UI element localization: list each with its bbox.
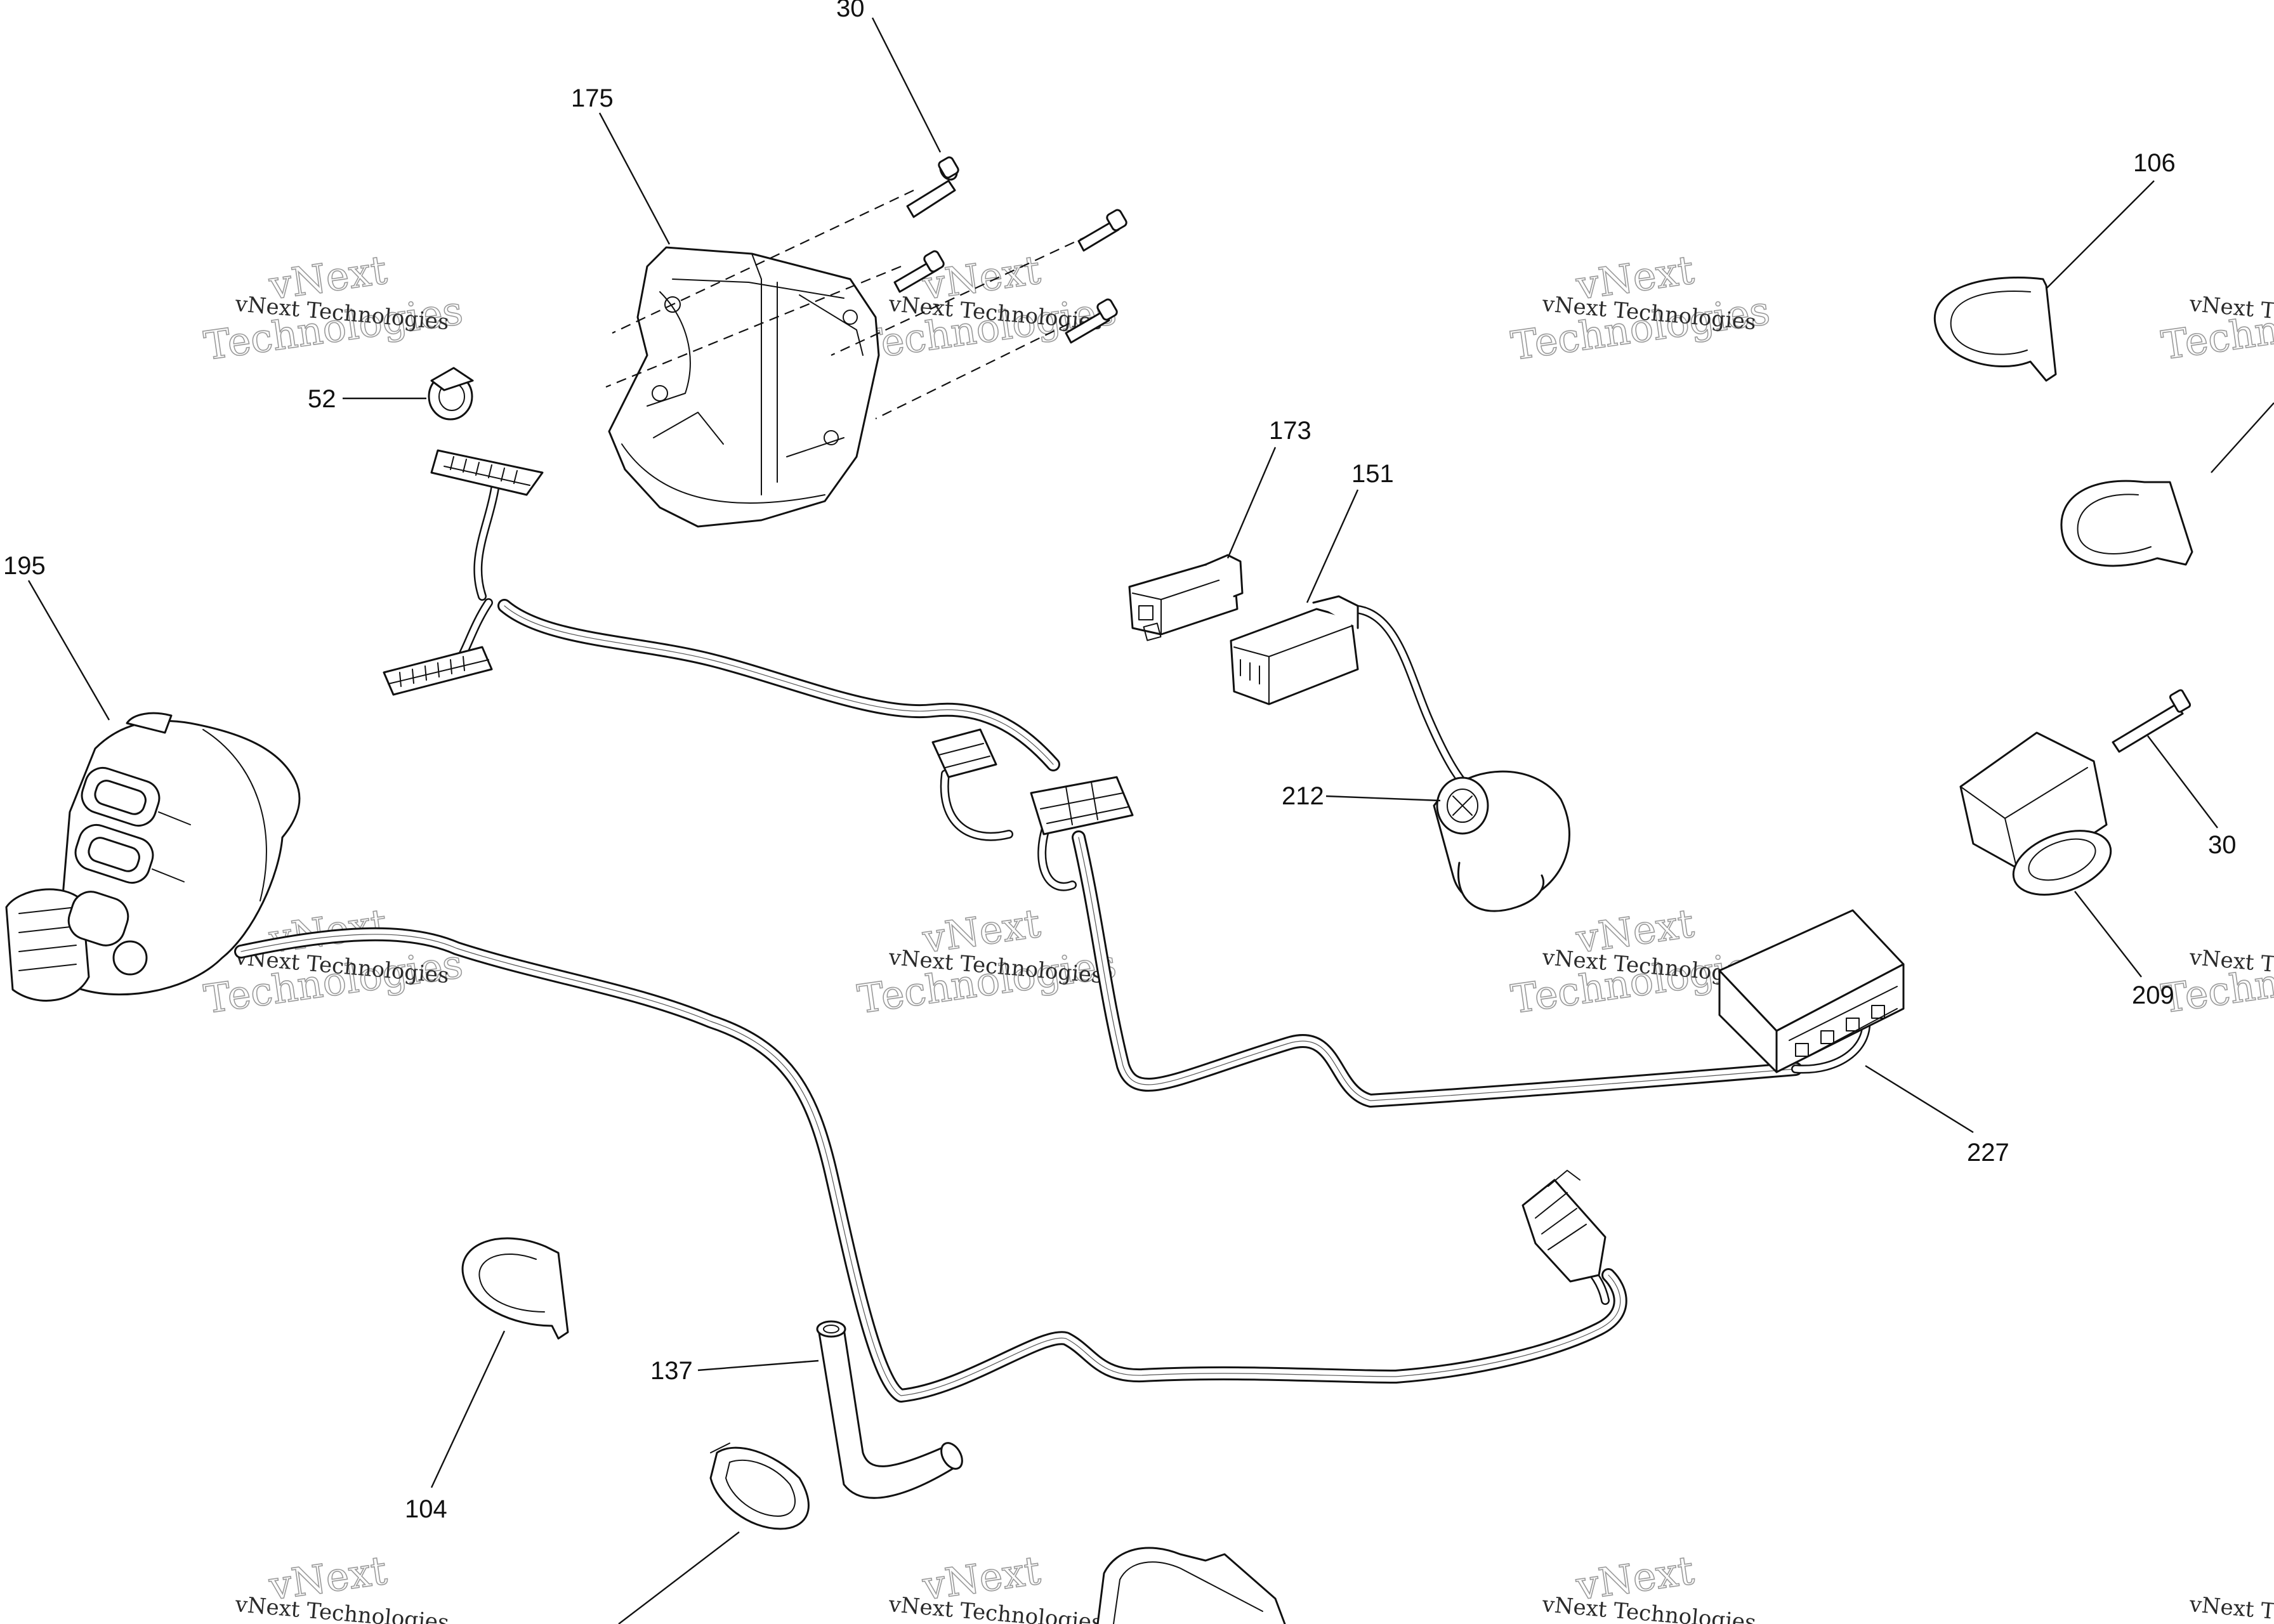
- watermark: Technologies vNext vNext Technologies: [854, 246, 1119, 370]
- watermark: Technologies vNext Technologies: [2158, 940, 2274, 1023]
- cable-clamp: [2060, 480, 2193, 567]
- watermark: vNext Technologies: [2188, 1592, 2274, 1624]
- callout-195: 195: [3, 552, 46, 580]
- cable-clamp: [461, 1237, 569, 1340]
- screw: [1077, 209, 1127, 252]
- connector-16pin-upper: [430, 449, 544, 496]
- callout-212: 212: [1282, 782, 1324, 810]
- watermark: Technologies vNext Technologies: [2158, 286, 2274, 369]
- watermark: Technologies vNext vNext Technologies: [854, 900, 1119, 1023]
- connector-mid-right: [1030, 776, 1134, 835]
- harness-upper: [497, 599, 1060, 771]
- sensor: [1433, 770, 1570, 912]
- connector-16pin-lower: [383, 646, 493, 696]
- watermark: vNext vNext Technologies: [887, 1547, 1103, 1624]
- watermark-group: Technologies vNext vNext Technologies Te…: [200, 246, 2274, 1624]
- screw: [1065, 298, 1118, 344]
- connector: [1128, 554, 1244, 641]
- connector-end: [1521, 1170, 1607, 1283]
- callout-labels: 30 175 106 52 173 151 195 212 30 209 227…: [3, 0, 2237, 1523]
- screw-alignment-lines: [605, 190, 1105, 419]
- callout-30: 30: [836, 0, 865, 22]
- grommet: [1959, 731, 2112, 896]
- cable-clamp: [1933, 277, 2057, 382]
- cable-clamp-partial: [1096, 1547, 1286, 1624]
- watermark: Technologies vNext vNext Technologies: [200, 246, 466, 370]
- watermark: vNext vNext Technologies: [1541, 1547, 1757, 1624]
- callout-175: 175: [571, 84, 614, 112]
- connector-harness: [1230, 595, 1359, 705]
- watermark: vNext vNext Technologies: [233, 1547, 450, 1624]
- ring-gasket: [709, 1443, 810, 1530]
- harness-branch-lower: [1072, 830, 1803, 1108]
- connector-mid-left: [931, 728, 997, 778]
- watermark: Technologies vNext vNext Technologies: [1508, 246, 1773, 370]
- screw: [893, 250, 945, 293]
- callout-106: 106: [2133, 149, 2176, 177]
- switch-housing-cover: [608, 246, 880, 528]
- screw: [906, 156, 959, 218]
- module: [1718, 909, 1905, 1073]
- svg-text:vNext Technologies: vNext Technologies: [2188, 1592, 2274, 1624]
- connector-pigtails: [459, 484, 1871, 1305]
- callout-227: 227: [1967, 1139, 2009, 1167]
- callout-137: 137: [650, 1357, 693, 1385]
- callout-209: 209: [2132, 981, 2174, 1009]
- pin: [2112, 689, 2192, 753]
- leader-lines: [27, 17, 2274, 1624]
- callout-151: 151: [1351, 460, 1394, 488]
- wire-clip: [428, 367, 474, 421]
- callout-30-right: 30: [2208, 831, 2237, 859]
- callout-104: 104: [405, 1495, 447, 1523]
- harness-main: [234, 927, 1627, 1403]
- handlebar-switch-assembly: [5, 712, 301, 1002]
- callout-173: 173: [1269, 417, 1311, 445]
- tube: [816, 1320, 963, 1499]
- callout-52: 52: [308, 385, 336, 413]
